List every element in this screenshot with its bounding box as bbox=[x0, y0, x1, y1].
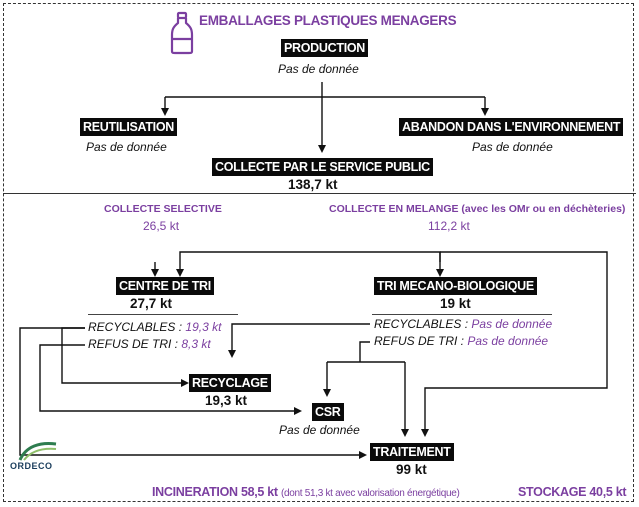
centre-tri-refus-label: REFUS DE TRI : bbox=[88, 337, 179, 351]
csr-value: Pas de donnée bbox=[279, 423, 360, 437]
tmb-label: TRI MECANO-BIOLOGIQUE bbox=[374, 277, 537, 295]
ordeco-logo-name: ORDECO bbox=[10, 461, 53, 471]
tmb-divider bbox=[372, 314, 552, 315]
diagram-frame bbox=[3, 3, 634, 502]
centre-tri-value: 27,7 kt bbox=[130, 296, 173, 311]
arrow-melange-to-traitement bbox=[421, 251, 608, 437]
centre-tri-recyclables: RECYCLABLES : 19,3 kt bbox=[88, 320, 221, 334]
csr-label: CSR bbox=[312, 403, 344, 421]
collecte-melange-value: 112,2 kt bbox=[428, 219, 470, 233]
ordeco-logo: ORDECO bbox=[8, 440, 68, 480]
tmb-refus-label: REFUS DE TRI : bbox=[374, 334, 465, 348]
stockage-label: STOCKAGE bbox=[518, 485, 587, 499]
collecte-melange-label: COLLECTE EN MELANGE (avec les OMr ou en … bbox=[329, 203, 626, 215]
centre-tri-recyclables-label: RECYCLABLES : bbox=[88, 320, 183, 334]
abandon-value: Pas de donnée bbox=[472, 140, 553, 154]
ordeco-logo-mark bbox=[18, 442, 57, 461]
stockage-line: STOCKAGE 40,5 kt bbox=[518, 485, 627, 499]
production-value: Pas de donnée bbox=[278, 62, 359, 76]
section-separator bbox=[3, 193, 636, 194]
reutilisation-value: Pas de donnée bbox=[86, 140, 167, 154]
reutilisation-label: REUTILISATION bbox=[80, 118, 178, 136]
tmb-value: 19 kt bbox=[440, 296, 471, 311]
tmb-recyclables-label: RECYCLABLES : bbox=[374, 317, 469, 331]
abandon-label: ABANDON DANS L'ENVIRONNEMENT bbox=[399, 118, 624, 136]
incineration-line: INCINERATION 58,5 kt (dont 51,3 kt avec … bbox=[152, 485, 460, 499]
recyclage-value: 19,3 kt bbox=[205, 393, 248, 408]
production-label: PRODUCTION bbox=[281, 39, 369, 57]
incineration-label: INCINERATION bbox=[152, 485, 238, 499]
collecte-public-value: 138,7 kt bbox=[288, 177, 338, 192]
incineration-note: (dont 51,3 kt avec valorisation énergéti… bbox=[280, 488, 460, 499]
arrow-refus-to-csr bbox=[39, 344, 302, 415]
bottle-icon bbox=[170, 11, 194, 55]
arrow-selective-to-traitement bbox=[19, 327, 367, 459]
tmb-refus: REFUS DE TRI : Pas de donnée bbox=[374, 334, 548, 348]
incineration-value: 58,5 kt bbox=[240, 485, 278, 499]
recyclage-label: RECYCLAGE bbox=[189, 374, 271, 392]
collecte-selective-label: COLLECTE SELECTIVE bbox=[104, 203, 222, 215]
collecte-selective-value: 26,5 kt bbox=[143, 219, 180, 233]
tmb-refus-value: Pas de donnée bbox=[467, 334, 549, 348]
tmb-recyclables: RECYCLABLES : Pas de donnée bbox=[374, 317, 552, 331]
arrow-melange-trunk bbox=[176, 251, 441, 277]
centre-tri-refus-value: 8,3 kt bbox=[181, 337, 211, 351]
centre-tri-divider bbox=[88, 314, 238, 315]
traitement-label: TRAITEMENT bbox=[370, 443, 454, 461]
collecte-public-label: COLLECTE PAR LE SERVICE PUBLIC bbox=[212, 158, 433, 176]
centre-tri-label: CENTRE DE TRI bbox=[116, 277, 214, 295]
diagram-title: EMBALLAGES PLASTIQUES MENAGERS bbox=[199, 13, 457, 28]
stockage-value: 40,5 kt bbox=[589, 485, 627, 499]
traitement-value: 99 kt bbox=[396, 462, 427, 477]
tmb-recyclables-value: Pas de donnée bbox=[471, 317, 553, 331]
arrow-tmb-recyclables-to-recyclage bbox=[228, 323, 370, 358]
centre-tri-refus: REFUS DE TRI : 8,3 kt bbox=[88, 337, 211, 351]
centre-tri-recyclables-value: 19,3 kt bbox=[185, 320, 222, 334]
arrow-tmb-refus bbox=[359, 341, 370, 362]
